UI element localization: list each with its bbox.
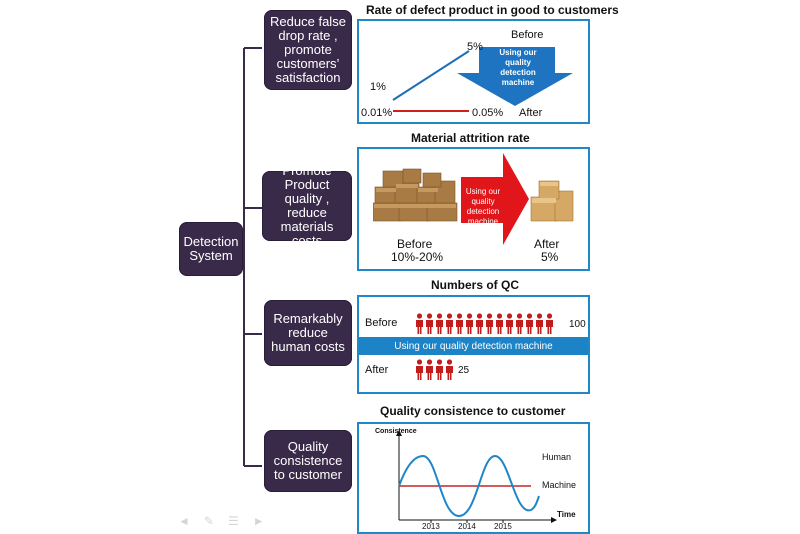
node-reduce-false-drop-rate: Reduce false drop rate , promote custome… — [264, 10, 352, 90]
qc-before-label: Before — [365, 317, 398, 329]
person-icon — [446, 313, 453, 334]
year-2015: 2015 — [494, 522, 512, 531]
label-0-01-percent: 0.01% — [361, 107, 393, 119]
panel-defect-rate: 5% 1% 0.01% 0.05% Before After Using our… — [357, 19, 590, 124]
series-human-label: Human — [542, 452, 572, 462]
slide-controls[interactable]: ◄ ✎ ☰ ► — [178, 514, 265, 528]
person-icon — [436, 313, 443, 334]
person-icon — [416, 313, 423, 334]
person-icon — [426, 313, 433, 334]
x-axis-label: Time — [557, 510, 576, 519]
person-icon — [526, 313, 533, 334]
red-arrow — [461, 153, 529, 245]
node-quality-consistence: Quality consistence to customer — [264, 430, 352, 492]
before-label: Before — [397, 237, 433, 251]
person-icon — [446, 359, 453, 380]
qc-before-count: 100 — [569, 319, 586, 330]
people-before-icons — [416, 313, 553, 334]
person-icon — [416, 359, 423, 380]
forward-arrow-icon[interactable]: ► — [252, 514, 265, 528]
panel3-title: Numbers of QC — [431, 278, 520, 292]
panel2-title: Material attrition rate — [411, 131, 530, 145]
person-icon — [426, 359, 433, 380]
boxes-after-icon — [530, 180, 574, 222]
panel-material-attrition: Using our quality detection machine Befo… — [357, 147, 590, 271]
label-before: Before — [511, 29, 544, 41]
consistence-chart — [396, 430, 557, 523]
person-icon — [456, 313, 463, 334]
person-icon — [486, 313, 493, 334]
panel-quality-consistence: Consistence Time Human Machine 2013 2014… — [357, 422, 590, 534]
panel-numbers-of-qc: Before 100 Using our quality detection m… — [357, 295, 590, 394]
person-icon — [496, 313, 503, 334]
person-icon — [546, 313, 553, 334]
back-arrow-icon[interactable]: ◄ — [178, 514, 190, 528]
person-icon — [516, 313, 523, 334]
person-icon — [506, 313, 513, 334]
after-label: After — [534, 237, 560, 251]
before-value: 10%-20% — [391, 250, 444, 264]
red-arrow-text: Using our quality detection machine — [465, 187, 501, 226]
menu-icon[interactable]: ☰ — [227, 514, 239, 528]
person-icon — [466, 313, 473, 334]
people-after-icons — [416, 359, 453, 380]
person-icon — [536, 313, 543, 334]
year-2014: 2014 — [458, 522, 476, 531]
boxes-before-icon — [373, 168, 458, 222]
person-icon — [476, 313, 483, 334]
label-0-05-percent: 0.05% — [472, 107, 504, 119]
qc-blue-bar: Using our quality detection machine — [359, 337, 588, 355]
label-after: After — [519, 107, 543, 119]
after-value: 5% — [541, 250, 559, 264]
label-5-percent: 5% — [467, 41, 483, 53]
node-promote-product-quality: Promote Product quality , reduce materia… — [262, 164, 352, 248]
series-machine-label: Machine — [542, 480, 577, 490]
pen-icon[interactable]: ✎ — [203, 514, 214, 528]
human-wave — [398, 454, 540, 518]
panel4-title: Quality consistence to customer — [380, 404, 566, 418]
node-reduce-human-costs: Remarkably reduce human costs — [264, 300, 352, 366]
arrow-text: Using our quality detection machine — [499, 48, 537, 87]
panel1-title: Rate of defect product in good to custom… — [366, 3, 619, 17]
defect-rate-lines — [392, 47, 573, 112]
qc-after-count: 25 — [458, 365, 470, 376]
year-2013: 2013 — [422, 522, 440, 531]
qc-after-label: After — [365, 364, 389, 376]
y-axis-label: Consistence — [375, 428, 417, 435]
root-node-detection-system: Detection System — [179, 222, 243, 276]
label-1-percent: 1% — [370, 81, 386, 93]
person-icon — [436, 359, 443, 380]
